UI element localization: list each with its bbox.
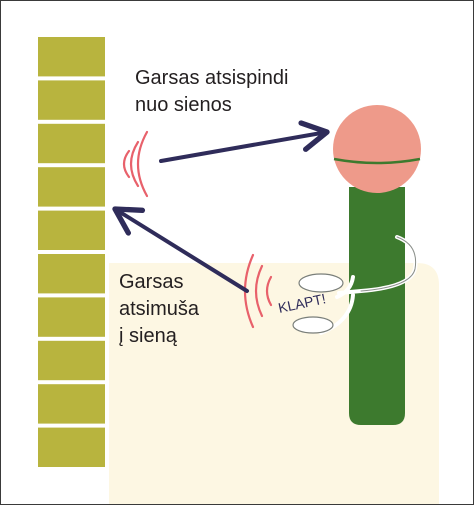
wall-brick <box>38 37 105 77</box>
hand-lower <box>292 316 334 334</box>
wall-brick <box>38 384 105 424</box>
wall-brick <box>38 340 105 381</box>
wall-brick <box>38 210 105 250</box>
label-sound-hits-wall: Garsas atsimušа į sieną <box>119 269 199 350</box>
label-reflect-line-1: Garsas atsispindi <box>135 67 289 89</box>
wall-brick <box>38 254 105 294</box>
label-hit-line-3: į sieną <box>119 325 177 347</box>
label-reflect-line-2: nuo sienos <box>135 94 232 116</box>
label-hit-line-1: Garsas <box>119 271 184 293</box>
arrow-hit <box>112 206 249 293</box>
wall-brick <box>38 297 105 337</box>
figure-head <box>333 105 421 193</box>
reflected-sound-waves <box>122 130 149 198</box>
wall-brick <box>38 80 105 120</box>
hand-upper <box>298 273 344 293</box>
label-hit-line-2: atsimušа <box>119 298 200 320</box>
figure-head-band <box>333 157 421 165</box>
label-sound-reflects: Garsas atsispindi nuo sienos <box>135 65 288 119</box>
wall-brick <box>38 427 105 467</box>
clapper-arm-outline <box>360 236 417 292</box>
figure-body <box>349 187 405 425</box>
wall <box>38 37 105 467</box>
wall-brick <box>38 167 105 207</box>
arrow-reflect <box>159 120 330 163</box>
wall-brick <box>38 123 105 164</box>
